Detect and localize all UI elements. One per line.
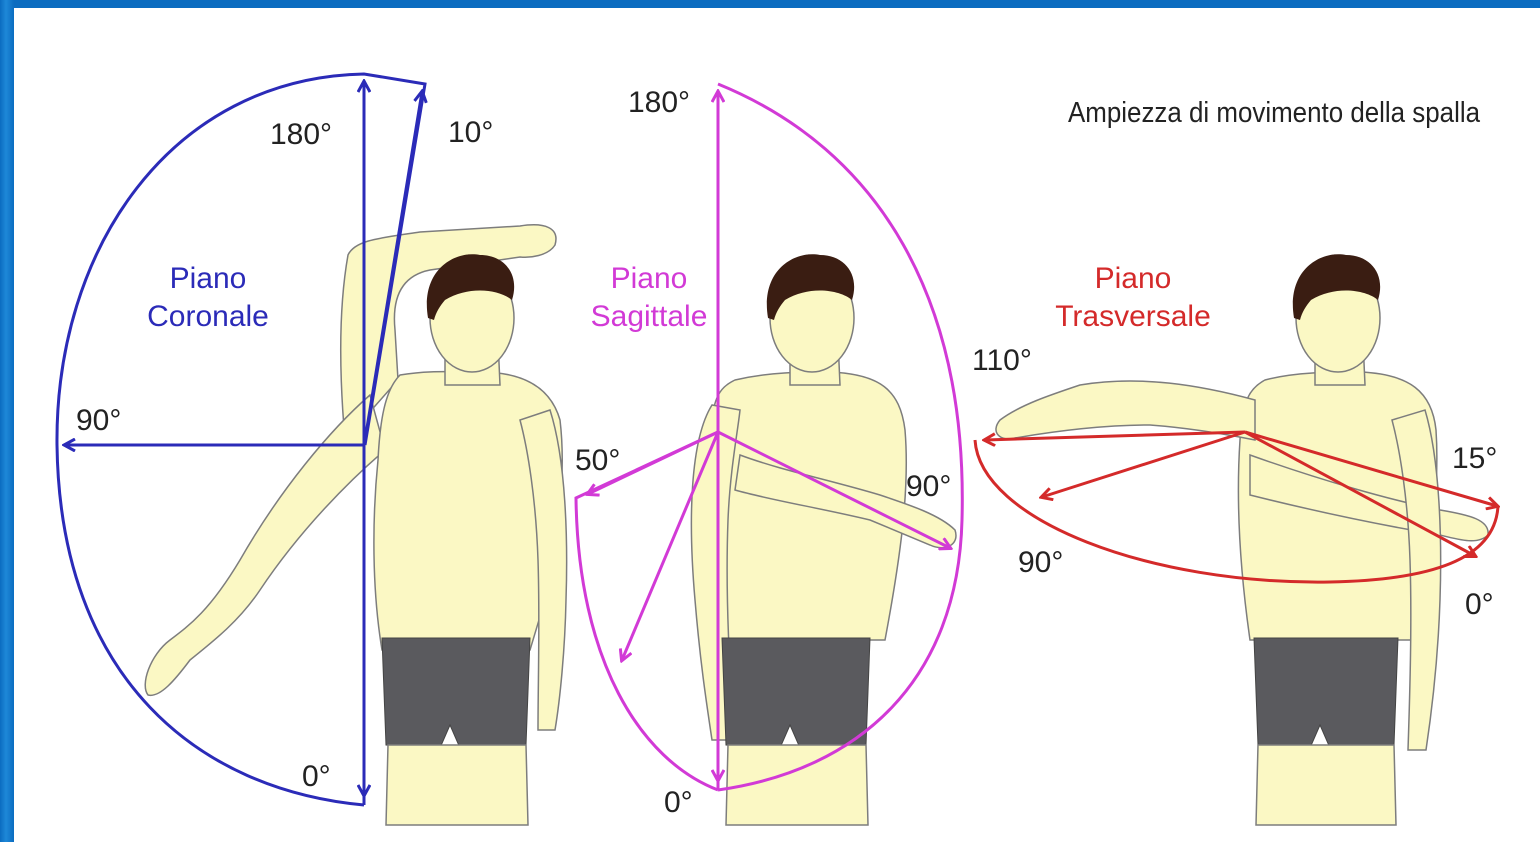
coronal-plane-name-line2: Coronale bbox=[147, 300, 269, 333]
coronal-angle-90: 90° bbox=[76, 404, 121, 437]
coronal-angle-180: 180° bbox=[270, 118, 332, 151]
figure-transverse bbox=[996, 254, 1488, 825]
extended-arm bbox=[996, 381, 1255, 440]
lowered-arm bbox=[145, 395, 385, 695]
torso bbox=[374, 372, 562, 650]
transverse-90-arrow bbox=[1042, 432, 1245, 497]
legs bbox=[1256, 745, 1396, 825]
figure-sagittal bbox=[691, 254, 956, 825]
shorts bbox=[382, 638, 530, 748]
transverse-angle-110: 110° bbox=[972, 344, 1032, 377]
coronal-angle-10: 10° bbox=[448, 116, 493, 149]
shorts bbox=[1254, 638, 1398, 748]
sagittal-angle-0: 0° bbox=[664, 786, 693, 819]
transverse-angle-90: 90° bbox=[1018, 546, 1063, 579]
sagittal-angle-50: 50° bbox=[575, 444, 620, 477]
diagram-title: Ampiezza di movimento della spalla bbox=[1068, 97, 1481, 129]
sagittal-angle-180: 180° bbox=[628, 86, 690, 119]
sagittal-plane-name-line2: Sagittale bbox=[591, 300, 708, 333]
transverse-angle-15: 15° bbox=[1452, 442, 1497, 475]
sagittal-plane-name-line1: Piano bbox=[611, 262, 688, 295]
transverse-angle-0: 0° bbox=[1465, 588, 1494, 621]
transverse-plane-name-line2: Trasversale bbox=[1055, 300, 1211, 333]
shorts bbox=[722, 638, 870, 748]
coronal-angle-0: 0° bbox=[302, 760, 331, 793]
sagittal-angle-90: 90° bbox=[906, 470, 951, 503]
transverse-plane-name-line1: Piano bbox=[1095, 262, 1172, 295]
legs bbox=[386, 745, 528, 825]
coronal-plane-name-line1: Piano bbox=[170, 262, 247, 295]
